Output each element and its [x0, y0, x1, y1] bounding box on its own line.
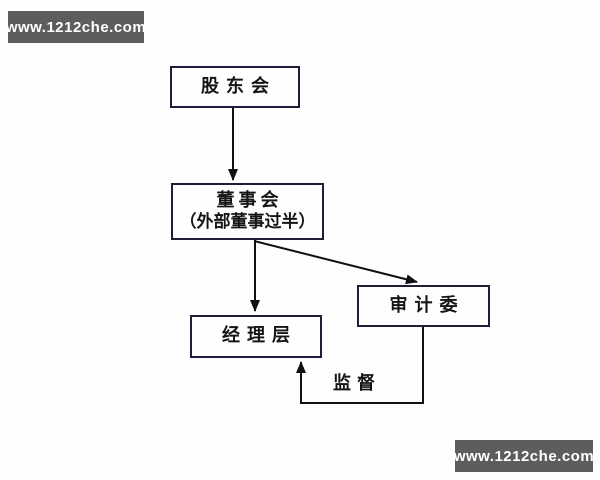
node-board-sublabel: （外部董事过半）: [179, 212, 316, 233]
edge-audit-to-management: [296, 327, 424, 404]
node-audit-label: 审计委: [389, 294, 465, 316]
node-shareholders: 股东会: [170, 66, 300, 108]
node-management: 经理层: [190, 315, 322, 358]
node-board: 董事会 （外部董事过半）: [171, 183, 324, 240]
watermark-bottom-right: www.1212che.com: [454, 440, 594, 472]
node-audit: 审计委: [357, 285, 490, 327]
node-management-label: 经理层: [222, 325, 297, 347]
edge-label-supervision: 监督: [333, 373, 381, 394]
watermark-top-left: www.1212che.com: [6, 11, 146, 43]
node-board-label: 董事会: [216, 189, 283, 211]
node-shareholders-label: 股东会: [201, 75, 276, 97]
edge-board-to-audit: [253, 240, 418, 285]
